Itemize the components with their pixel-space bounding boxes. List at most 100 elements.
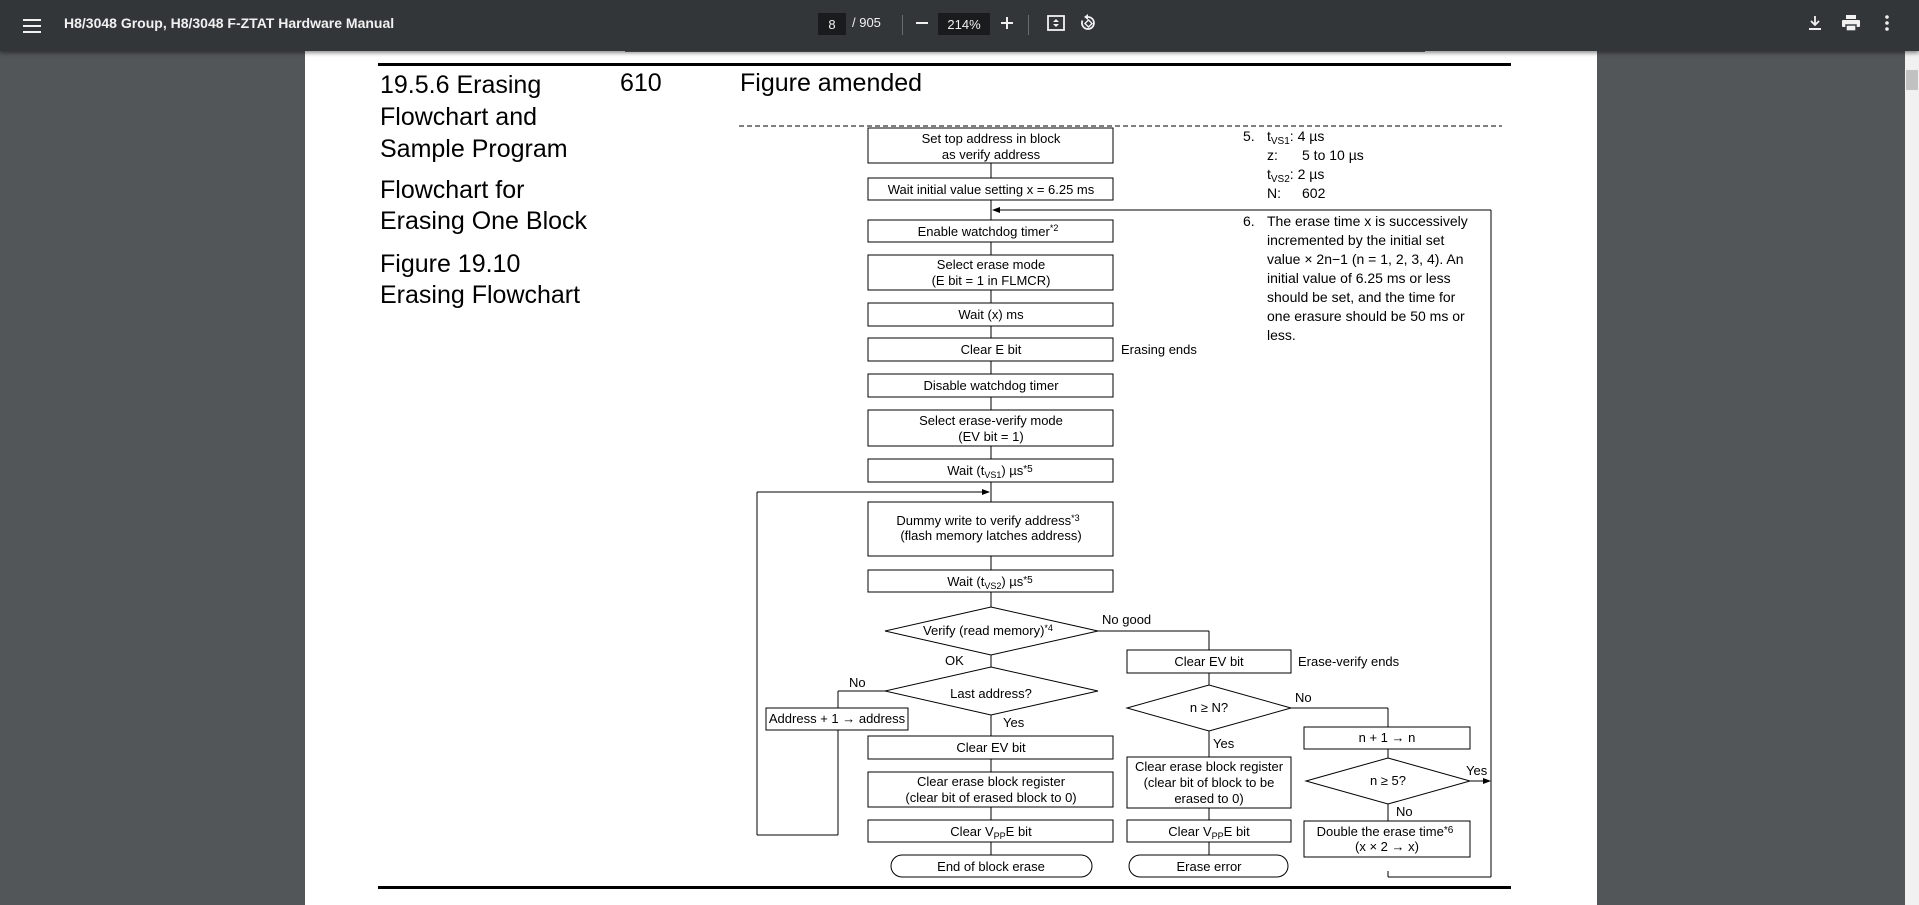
note-text: less. (1267, 327, 1296, 343)
flow-box-address-increment (765, 707, 909, 731)
flow-text: n ≥ N? (1190, 700, 1228, 715)
flow-box-select-erase-verify (867, 409, 1114, 447)
note-text: t (1267, 128, 1271, 144)
flow-text: Clear EV bit (1174, 654, 1244, 669)
flow-box-clear-ev-mid (1126, 649, 1292, 674)
download-icon[interactable] (1801, 9, 1829, 37)
flow-text: Wait initial value setting x = 6.25 ms (888, 182, 1095, 197)
pdf-toolbar: H8/3048 Group, H8/3048 F-ZTAT Hardware M… (0, 0, 1919, 51)
document-title: H8/3048 Group, H8/3048 F-ZTAT Hardware M… (64, 15, 395, 31)
section-heading-line: Sample Program (380, 135, 568, 163)
subsection-heading: Flowchart for Erasing One Block (380, 175, 587, 237)
rotate-icon[interactable] (1074, 9, 1102, 37)
note-number: 5. (1243, 128, 1255, 144)
more-options-icon[interactable] (1873, 9, 1901, 37)
flow-text: n + 1 → n (1359, 730, 1416, 745)
note-text: initial value of 6.25 ms or less (1267, 270, 1451, 286)
flow-text: Clear V (1168, 824, 1212, 839)
flow-text-verify: Verify (read memory)*4 (923, 623, 1053, 638)
flow-box-set-top-address (867, 127, 1114, 164)
flow-diamond-n-ge-5 (1304, 757, 1472, 805)
section-heading-line: 19.5.6 Erasing (380, 71, 542, 99)
flow-label: Yes (1213, 736, 1235, 751)
note-text: : 4 µs (1290, 128, 1325, 144)
flow-text-double-erase: Double the erase time*6 (1317, 824, 1454, 839)
flow-text-wait-tvs2: Wait (tVS2) µs*5 (947, 574, 1033, 591)
page-total: / 905 (852, 15, 881, 30)
zoom-out-icon[interactable] (908, 9, 936, 37)
erasing-flowchart: Set top address in block as verify addre… (739, 125, 1502, 878)
footnote-ref: *5 (1023, 575, 1033, 586)
flow-text: (flash memory latches address) (900, 528, 1081, 543)
flow-text: Set top address in block (922, 131, 1061, 146)
flow-text: End of block erase (937, 859, 1045, 874)
flow-diamond-n-ge-N (1125, 684, 1293, 732)
flow-box-dummy-write (867, 501, 1114, 557)
flow-text: Clear EV bit (956, 740, 1026, 755)
toolbar-divider (902, 15, 903, 35)
note-text: incremented by the initial set (1267, 232, 1445, 248)
note-line: tVS2: 2 µs (1267, 166, 1324, 185)
flow-box-double-erase-time (1303, 820, 1471, 858)
subsection-heading-line: Erasing One Block (380, 207, 588, 235)
page-number: 610 (620, 69, 662, 97)
subsection-heading-line: Flowchart for (380, 176, 525, 204)
flow-text: as verify address (942, 147, 1041, 162)
flow-text: Wait (t (947, 463, 984, 478)
footnote-ref: *5 (1023, 464, 1033, 475)
flow-box-clear-vppe-mid (1126, 819, 1292, 843)
section-heading: 19.5.6 Erasing Flowchart and Sample Prog… (380, 69, 568, 165)
subscript: VS2 (1271, 174, 1290, 185)
flow-box-disable-watchdog (867, 373, 1114, 398)
note-text: : 2 µs (1290, 166, 1325, 182)
flow-text: Double the erase time (1317, 824, 1444, 839)
section-heading-line: Flowchart and (380, 103, 538, 131)
note-text: 5 to 10 µs (1302, 147, 1364, 163)
flow-text: (E bit = 1 in FLMCR) (932, 273, 1051, 288)
flow-text: (x × 2 → x) (1355, 839, 1419, 854)
flow-text: Clear erase block register (917, 774, 1066, 789)
flow-text-enable-watchdog: Enable watchdog timer*2 (918, 223, 1059, 239)
note-text: should be set, and the time for (1267, 289, 1456, 305)
flow-text: Address + 1 → address (769, 711, 906, 726)
page-number-input[interactable] (818, 13, 846, 35)
toolbar-divider (1028, 15, 1029, 35)
flow-label: No (1396, 804, 1413, 819)
top-rule (378, 63, 1511, 66)
flow-label: Erase-verify ends (1298, 654, 1400, 669)
subscript: VS1 (1271, 136, 1290, 147)
note-text: N: (1267, 185, 1281, 201)
flow-text: Clear V (950, 824, 994, 839)
flow-box-n-increment (1303, 726, 1471, 750)
zoom-in-icon[interactable] (993, 9, 1021, 37)
note-text: z: (1267, 147, 1278, 163)
flow-text-wait-tvs1: Wait (tVS1) µs*5 (947, 463, 1033, 480)
flow-text: Last address? (950, 686, 1032, 701)
flow-label: Yes (1003, 715, 1025, 730)
footnote-ref: *4 (1044, 623, 1053, 633)
print-icon[interactable] (1837, 9, 1865, 37)
flow-label: Erasing ends (1121, 342, 1197, 357)
flow-text: Select erase mode (937, 257, 1045, 272)
footnote-ref: *6 (1444, 825, 1454, 836)
flow-box-select-erase-mode (867, 254, 1114, 291)
flow-text-dummy-write: Dummy write to verify address*3 (896, 513, 1079, 528)
flow-label: No (849, 675, 866, 690)
flow-text: Clear erase block register (1135, 759, 1284, 774)
figure-reference-line: Erasing Flowchart (380, 281, 581, 309)
zoom-level-input[interactable] (938, 13, 990, 35)
footnote-ref: *2 (1050, 223, 1059, 233)
fit-page-icon[interactable] (1042, 9, 1070, 37)
footnote-ref: *3 (1071, 513, 1080, 523)
scrollbar-thumb[interactable] (1906, 70, 1918, 90)
flow-box-wait-initial (867, 177, 1114, 201)
flow-text-clear-vppe-left: Clear VPPE bit (950, 824, 1032, 841)
flow-text: Dummy write to verify address (896, 513, 1071, 528)
hamburger-menu-icon[interactable] (16, 11, 48, 41)
flow-text: ) µs (1001, 574, 1023, 589)
subscript: PP (994, 831, 1006, 841)
vertical-scrollbar[interactable] (1905, 51, 1919, 905)
flow-text: ) µs (1001, 463, 1023, 478)
flow-text: Enable watchdog timer (918, 224, 1051, 239)
subscript: VS2 (984, 581, 1001, 591)
